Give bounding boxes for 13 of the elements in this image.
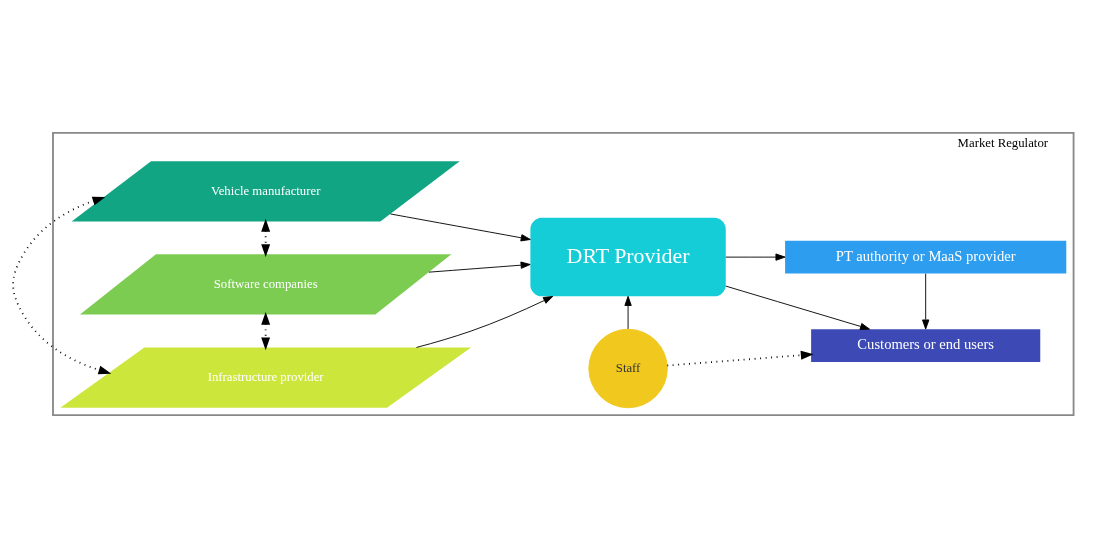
node-box: PT authority or MaaS provider <box>785 240 1067 274</box>
arrow <box>624 295 632 330</box>
arrow <box>725 285 871 331</box>
arrow <box>725 253 786 261</box>
node-box: DRT Provider <box>530 217 726 297</box>
node-circle: Staff <box>588 328 668 409</box>
arrow <box>428 261 531 273</box>
arrow <box>416 296 554 348</box>
arrow <box>666 350 814 367</box>
arrow <box>922 273 930 330</box>
node-box: Customers or end users <box>811 329 1041 363</box>
arrow <box>389 213 531 242</box>
arrow <box>12 196 112 375</box>
